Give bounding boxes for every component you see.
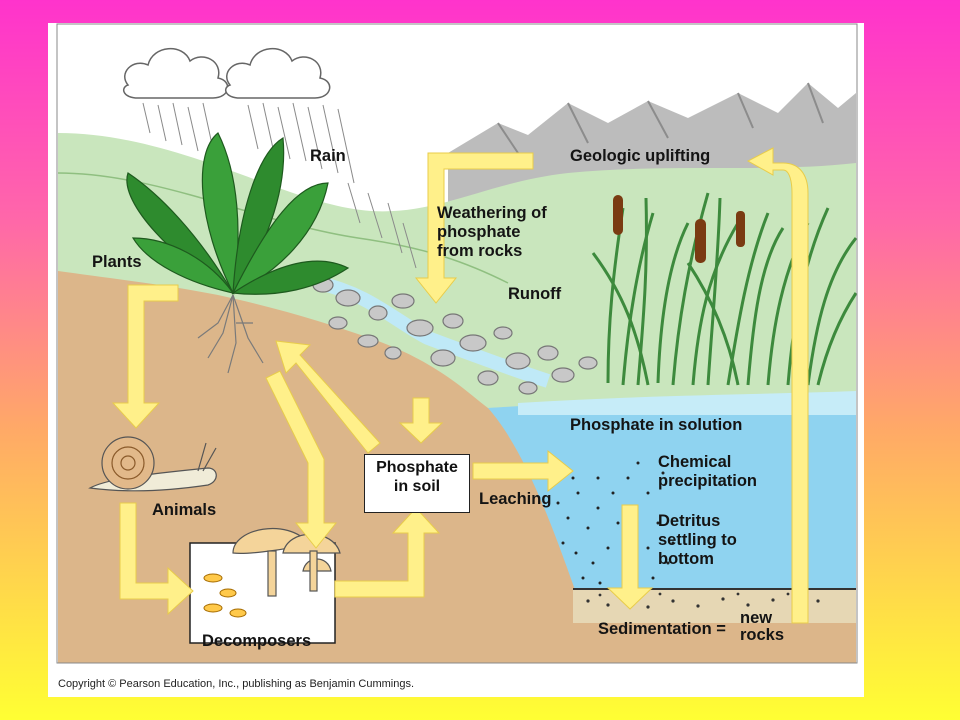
label-detritus: Detritus settling to bottom — [658, 512, 737, 569]
label-detritus-line-2: settling to — [658, 531, 737, 549]
bacteria — [203, 573, 247, 618]
diagram-panel: Rain Plants Geologic uplifting Weatherin… — [48, 23, 864, 697]
label-animals: Animals — [152, 501, 217, 519]
phosphorus-cycle-illustration — [48, 23, 864, 697]
clouds — [122, 47, 331, 99]
roots — [197, 294, 264, 374]
precipitation-dots — [556, 461, 675, 585]
label-phosphate-in-solution: Phosphate in solution — [570, 416, 743, 434]
snail — [88, 436, 217, 492]
label-detritus-line-3: bottom — [658, 550, 714, 568]
rocks — [312, 277, 598, 395]
cattail-heads — [613, 195, 745, 263]
label-weathering-line-3: from rocks — [437, 242, 523, 260]
label-decomposers: Decomposers — [202, 632, 312, 650]
lake — [488, 395, 856, 598]
cycle-arrows — [111, 147, 809, 624]
label-leaching: Leaching — [479, 490, 552, 508]
label-chemical-precipitation: Chemical precipitation — [658, 453, 757, 491]
phosphate-in-soil-box: Phosphate in soil — [364, 454, 470, 513]
label-weathering-line-1: Weathering of — [437, 204, 547, 222]
label-chemical-line-2: precipitation — [658, 472, 758, 490]
label-sedimentation: Sedimentation = — [598, 620, 726, 638]
label-new-rocks-line-1: new — [740, 609, 773, 627]
label-weathering-line-2: phosphate — [437, 223, 521, 241]
copyright-notice: Copyright © Pearson Education, Inc., pub… — [58, 678, 415, 690]
label-phosphate-in-soil-line-1: Phosphate — [376, 459, 458, 476]
label-detritus-line-1: Detritus — [658, 512, 721, 530]
label-phosphate-in-soil-line-2: in soil — [393, 478, 441, 495]
label-rain: Rain — [310, 147, 346, 165]
label-geologic-uplifting: Geologic uplifting — [570, 147, 711, 165]
plant — [126, 132, 350, 295]
label-runoff: Runoff — [508, 285, 562, 303]
label-new-rocks: new rocks — [740, 610, 784, 644]
label-plants: Plants — [92, 253, 142, 271]
label-new-rocks-line-2: rocks — [740, 626, 785, 644]
label-chemical-line-1: Chemical — [658, 453, 732, 471]
label-weathering: Weathering of phosphate from rocks — [437, 204, 547, 261]
mushrooms — [232, 528, 341, 597]
